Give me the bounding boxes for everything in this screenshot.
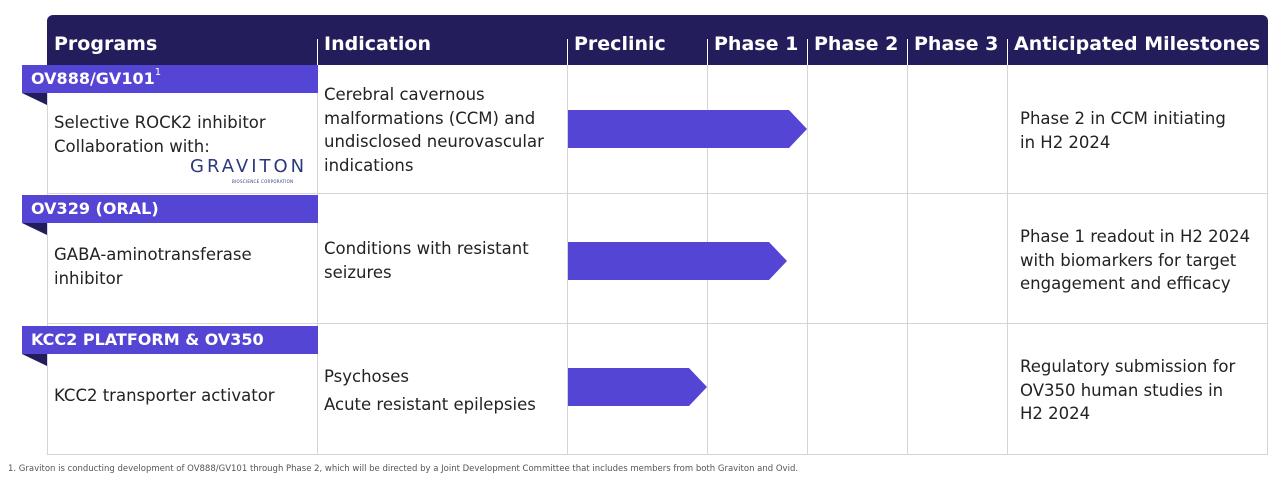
program-tag-kcc2: KCC2 PLATFORM & OV350 — [22, 326, 318, 354]
program-milestone: Phase 2 in CCM initiating in H2 2024 — [1020, 109, 1226, 152]
progress-arrow-shape — [568, 110, 807, 148]
program-tag-ov888: OV888/GV1011 — [22, 65, 318, 93]
header-divider — [807, 39, 808, 65]
progress-arrow-shape — [568, 242, 787, 280]
header-divider — [1007, 39, 1008, 65]
grid-line — [807, 65, 808, 455]
row-divider — [47, 193, 1268, 194]
grid-line — [317, 65, 318, 455]
program-indication: Conditions with resistant seizures — [324, 239, 529, 282]
program-milestone: Regulatory submission for OV350 human st… — [1020, 357, 1236, 423]
header-divider — [567, 39, 568, 65]
program-indication: Psychoses Acute resistant epilepsies — [324, 367, 536, 414]
program-description: GABA-aminotransferase inhibitor — [54, 245, 252, 288]
footnote: 1. Graviton is conducting development of… — [8, 464, 799, 474]
progress-arrow — [568, 110, 807, 148]
grid-line — [1267, 65, 1268, 455]
program-description: Selective ROCK2 inhibitor Collaboration … — [54, 113, 266, 156]
header-divider — [317, 39, 318, 65]
header-phase-1: Phase 1 — [714, 33, 799, 55]
header-anticipated-milestones: Anticipated Milestones — [1014, 33, 1261, 55]
header-divider — [707, 39, 708, 65]
program-milestone: Phase 1 readout in H2 2024 with biomarke… — [1020, 227, 1251, 293]
tag-fold — [22, 354, 47, 366]
row-divider — [47, 454, 1268, 455]
graviton-logo: GRAVITON BIOSCIENCE CORPORATION — [190, 156, 308, 184]
grid-line — [567, 65, 568, 455]
grid-line — [1007, 65, 1008, 455]
header-preclinic: Preclinic — [574, 33, 666, 55]
progress-bar-ov329 — [568, 242, 789, 280]
header-divider — [907, 39, 908, 65]
header-phase-3: Phase 3 — [914, 33, 999, 55]
tag-fold — [22, 223, 47, 235]
pipeline-header: Programs Indication Preclinic Phase 1 Ph… — [47, 15, 1268, 65]
progress-bar-ov888 — [568, 110, 809, 148]
progress-arrow-shape — [568, 368, 707, 406]
grid-line — [907, 65, 908, 455]
program-description: KCC2 transporter activator — [54, 386, 275, 405]
program-indication: Cerebral cavernous malformations (CCM) a… — [324, 85, 544, 175]
header-phase-2: Phase 2 — [814, 33, 899, 55]
row-divider — [47, 323, 1268, 324]
program-tag-ov329: OV329 (ORAL) — [22, 195, 318, 223]
header-programs: Programs — [54, 33, 158, 55]
header-indication: Indication — [324, 33, 431, 55]
grid-line — [47, 65, 48, 455]
progress-arrow — [568, 368, 707, 406]
tag-fold — [22, 93, 47, 105]
progress-bar-kcc2 — [568, 368, 709, 406]
progress-arrow — [568, 242, 787, 280]
